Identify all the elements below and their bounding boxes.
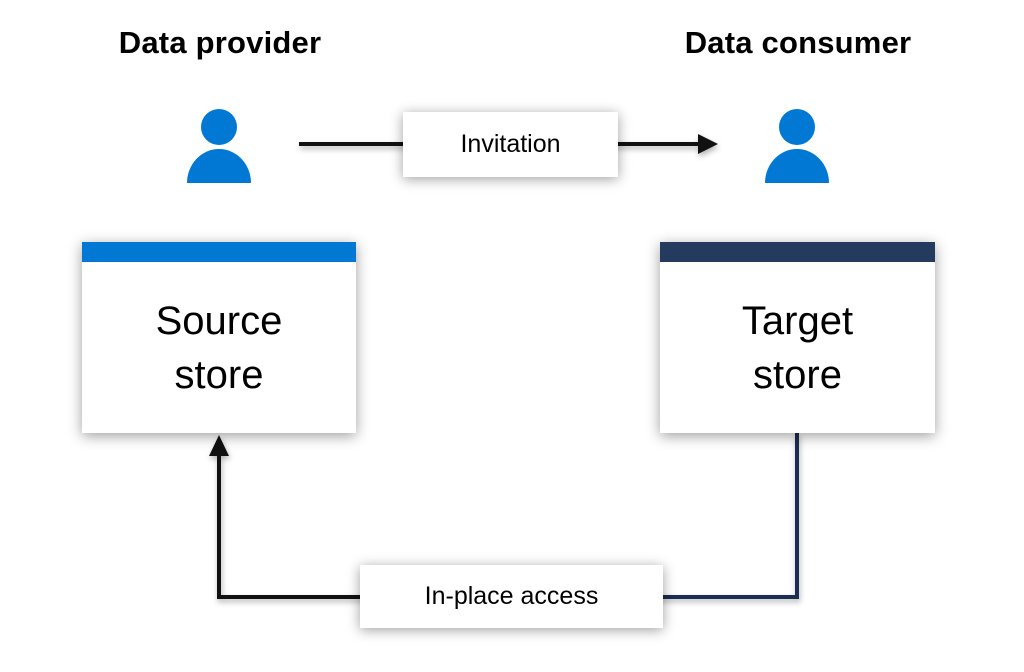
data-provider-heading: Data provider <box>118 25 322 60</box>
person-icon <box>765 109 829 183</box>
consumer-person-icon <box>765 109 829 183</box>
person-icon <box>187 109 251 183</box>
in-place-access-label: In-place access <box>360 565 663 628</box>
provider-person-icon <box>187 109 251 183</box>
source-store-box: Source store <box>82 242 356 433</box>
data-consumer-heading: Data consumer <box>684 25 912 60</box>
target-store-label: Target store <box>741 298 854 397</box>
source-store-label: Source store <box>155 298 283 397</box>
invitation-label: Invitation <box>403 112 618 177</box>
target-store-header-bar <box>660 242 935 262</box>
source-store-header-bar <box>82 242 356 262</box>
target-store-box: Target store <box>660 242 935 433</box>
